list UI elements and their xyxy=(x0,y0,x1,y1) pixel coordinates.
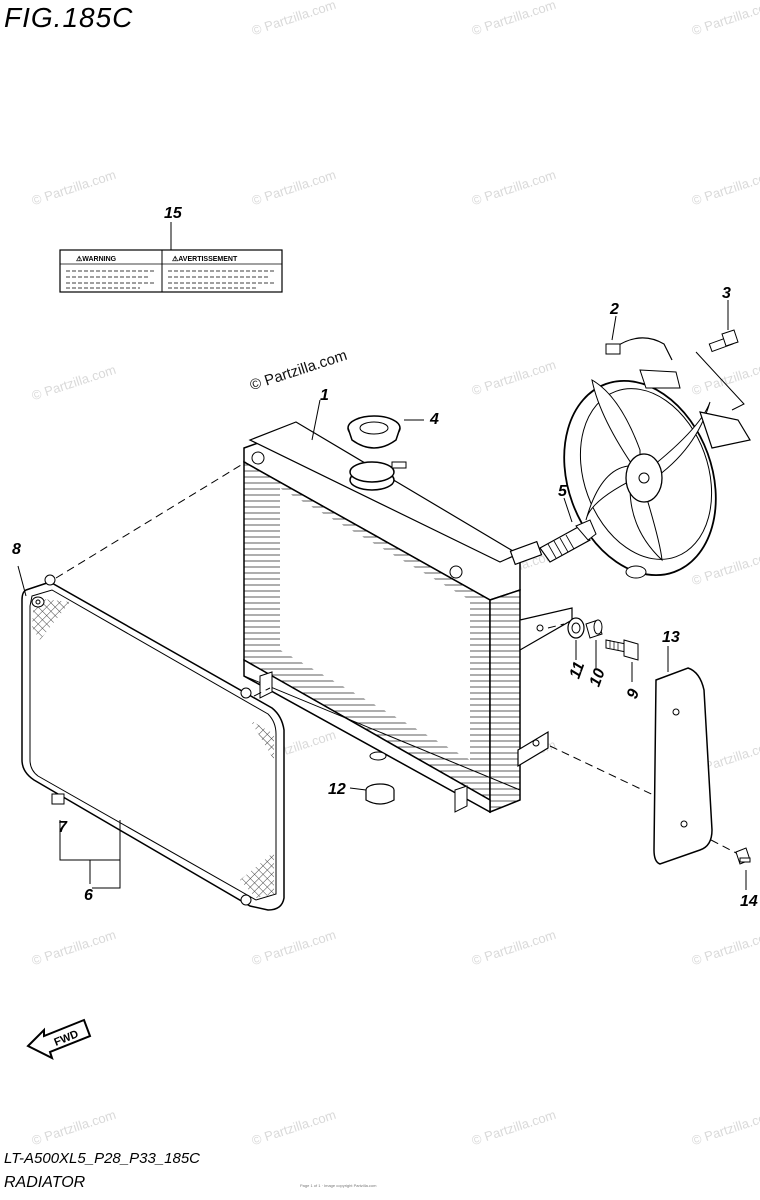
leader-line xyxy=(92,820,121,889)
callout-11: 11 xyxy=(567,659,589,681)
leader-line xyxy=(695,351,745,411)
warning-label: ⚠WARNING ⚠AVERTISSEMENT xyxy=(59,249,283,293)
warning-heading: ⚠WARNING xyxy=(76,255,117,263)
callout-10: 10 xyxy=(587,666,609,689)
leader-line xyxy=(311,399,321,441)
callout-8: 8 xyxy=(12,541,21,558)
callout-2: 2 xyxy=(609,301,619,318)
forward-arrow: FWD xyxy=(26,1018,92,1060)
leader-line xyxy=(611,315,617,341)
thermo-switch xyxy=(539,519,597,563)
avertissement-heading: ⚠AVERTISSEMENT xyxy=(172,255,238,263)
leader-line xyxy=(59,820,121,861)
figure-title: FIG.185C xyxy=(4,2,134,33)
copyright-footer: Page 1 of 1 · Image copyright Partzilla.… xyxy=(300,1183,377,1188)
assembly-lines xyxy=(55,461,739,855)
mounting-bolt xyxy=(605,639,639,661)
callout-12: 12 xyxy=(328,781,346,798)
leader-line xyxy=(17,565,27,597)
leader-line xyxy=(563,497,573,523)
callout-5: 5 xyxy=(558,483,568,500)
radiator xyxy=(243,421,573,814)
callout-1: 1 xyxy=(320,387,329,404)
callout-9: 9 xyxy=(624,687,643,701)
radiator-cap xyxy=(347,415,401,449)
callout-3: 3 xyxy=(722,285,731,302)
figure-code: LT-A500XL5_P28_P33_185C xyxy=(4,1150,200,1167)
callout-14: 14 xyxy=(740,893,758,910)
callout-13: 13 xyxy=(662,629,680,646)
figure-name: RADIATOR xyxy=(4,1174,86,1191)
collar xyxy=(585,619,603,639)
grommet xyxy=(567,617,585,639)
callout-7: 7 xyxy=(58,819,68,836)
cushion xyxy=(365,783,395,805)
bolt xyxy=(708,329,739,353)
leader-line xyxy=(349,787,367,791)
side-guard-plate xyxy=(653,667,713,865)
callout-15: 15 xyxy=(164,205,183,222)
screw xyxy=(735,847,751,865)
clip xyxy=(31,596,45,608)
callout-4: 4 xyxy=(429,411,439,428)
radiator-screen xyxy=(21,574,285,911)
cooling-fan xyxy=(563,337,751,579)
callout-6: 6 xyxy=(84,887,93,904)
